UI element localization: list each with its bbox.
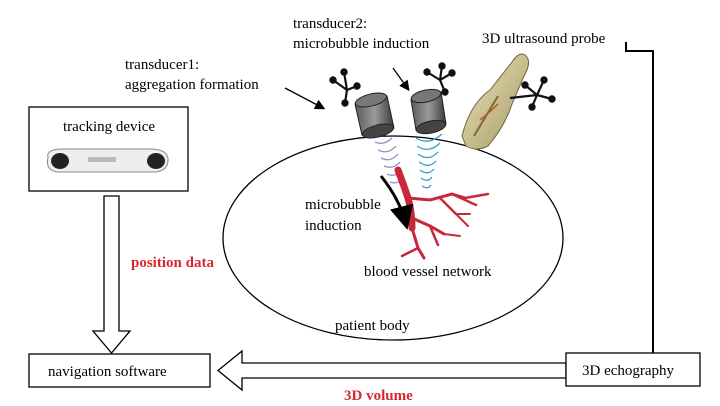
blood-vessel-network	[394, 166, 490, 260]
navigation-software-label: navigation software	[48, 364, 167, 380]
tracking-camera-icon	[47, 148, 169, 173]
transducer2-icon	[410, 88, 447, 135]
patient-body-ellipse	[222, 135, 564, 341]
transducer1-label-line2: aggregation formation	[125, 77, 259, 93]
volume-label: 3D volume	[344, 388, 413, 404]
probe-marker-icon	[509, 76, 556, 111]
probe-connector-line	[625, 42, 654, 353]
transducer2-marker-icon	[423, 62, 456, 96]
position-data-arrow	[91, 195, 132, 355]
transducer1-leader-arrow	[284, 87, 326, 110]
transducer1-label-line1: transducer1:	[125, 57, 199, 73]
patient-body-label: patient body	[335, 318, 410, 334]
tracking-device-box	[28, 106, 189, 192]
echography-label: 3D echography	[582, 363, 675, 379]
ultrasound-probe-icon	[461, 53, 530, 150]
navigation-software-box	[28, 353, 211, 388]
transducer2-label-line1: transducer2:	[293, 16, 367, 32]
volume-arrow	[216, 349, 567, 392]
transducer1-icon	[354, 92, 395, 139]
transducer1-marker-icon	[329, 68, 361, 107]
induction-label-line1: microbubble	[305, 197, 381, 213]
induction-label-line2: induction	[305, 218, 362, 234]
tracking-device-label: tracking device	[63, 119, 155, 135]
vessel-network-label: blood vessel network	[364, 264, 492, 280]
echography-box	[565, 352, 701, 387]
transducer2-label-line2: microbubble induction	[293, 36, 430, 52]
transducer2-waves	[415, 133, 443, 189]
probe-label: 3D ultrasound probe	[482, 31, 606, 47]
induction-arrow	[379, 175, 414, 230]
transducer2-leader-arrow	[392, 67, 410, 92]
position-data-label: position data	[131, 255, 214, 271]
